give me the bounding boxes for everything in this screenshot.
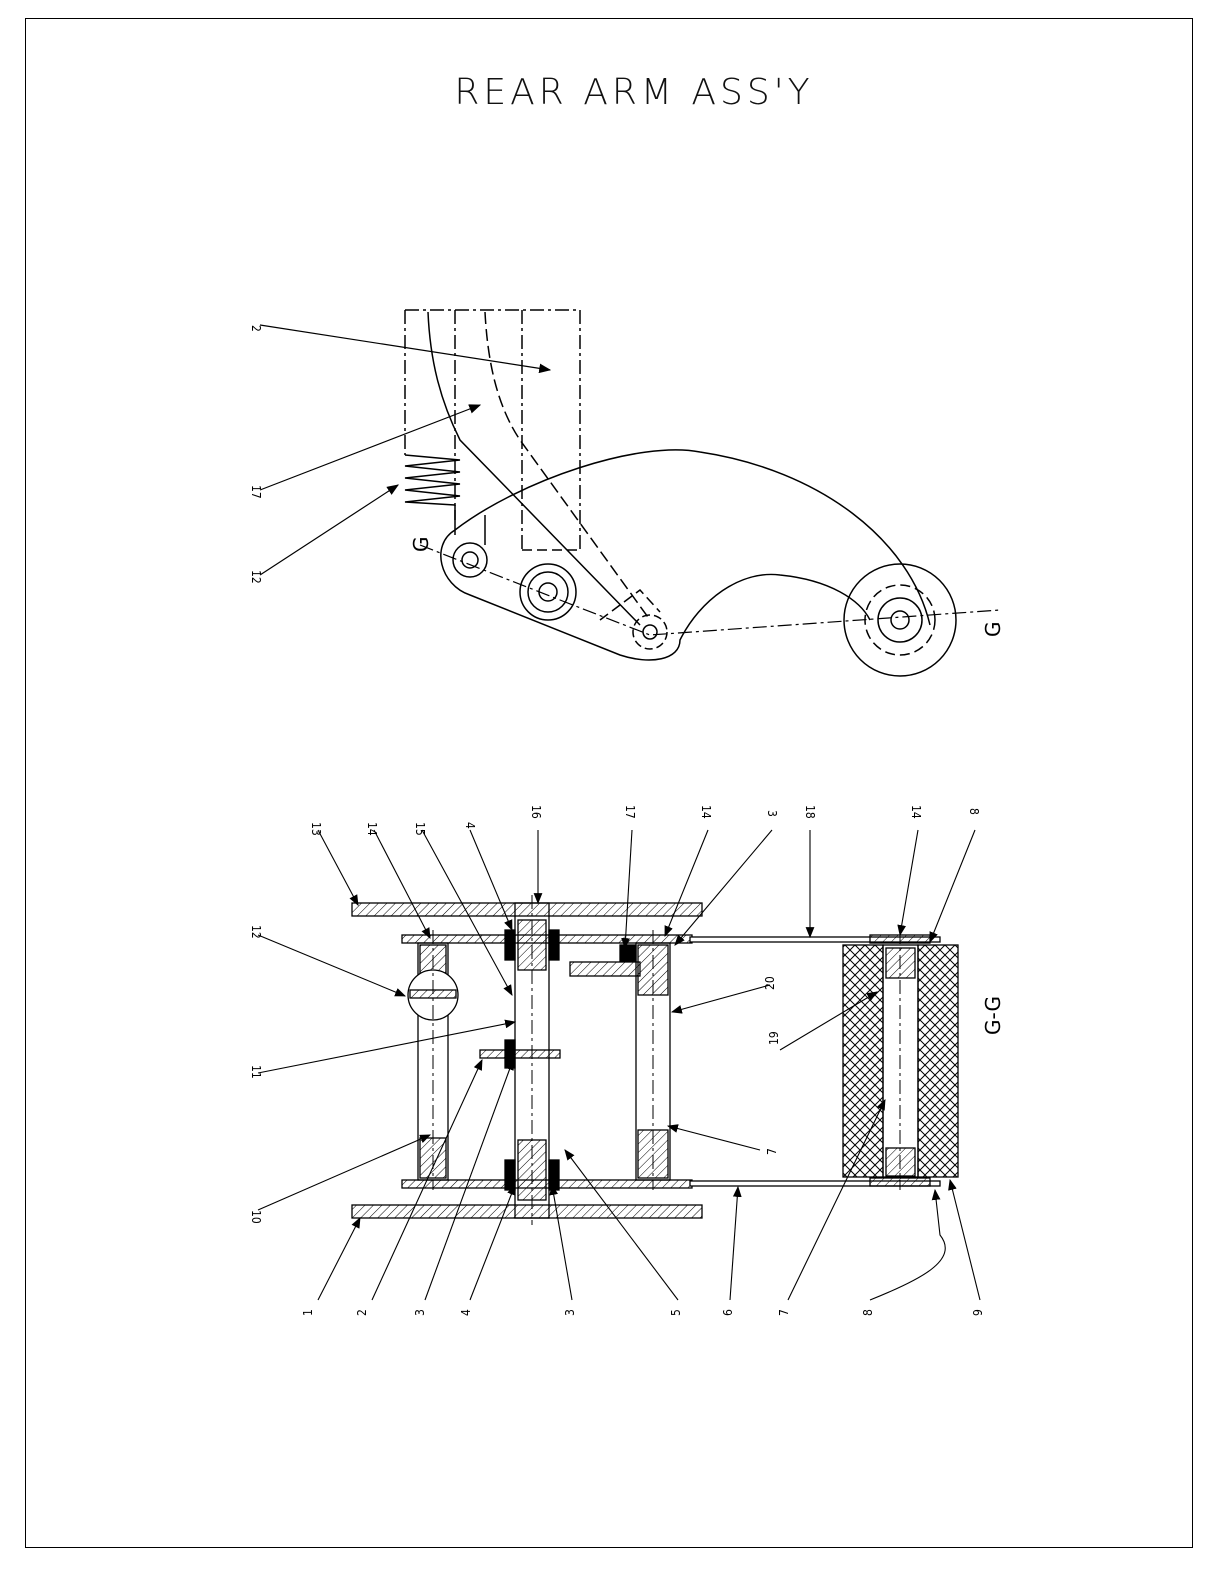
section-callout-8b: 8 — [967, 808, 981, 815]
section-callout-11: 11 — [249, 1065, 263, 1079]
cut-mark-g-bottom: G — [981, 622, 1005, 638]
section-callout-7b: 7 — [765, 1148, 779, 1155]
section-callout-15: 15 — [413, 822, 427, 836]
side-callout-2: 2 — [249, 325, 263, 332]
section-callout-5: 5 — [669, 1309, 683, 1316]
cut-mark-g-top: G — [409, 537, 433, 553]
section-callout-20: 20 — [763, 976, 777, 990]
section-callout-14c: 14 — [909, 805, 923, 819]
section-callout-12: 12 — [249, 925, 263, 939]
section-callout-10: 10 — [249, 1210, 263, 1224]
section-callout-14a: 14 — [365, 822, 379, 836]
side-callout-17: 17 — [249, 485, 263, 499]
section-callout-2: 2 — [355, 1309, 369, 1316]
section-callout-3c: 3 — [765, 810, 779, 817]
section-label: G-G — [981, 996, 1005, 1035]
section-callout-3b: 3 — [563, 1309, 577, 1316]
section-labels: 1 2 3 4 3 5 6 7 8 9 10 11 12 13 14 15 4 … — [249, 805, 1005, 1316]
section-callout-6: 6 — [721, 1309, 735, 1316]
section-callout-4b: 4 — [463, 822, 477, 829]
section-callout-9: 9 — [971, 1309, 985, 1316]
section-callout-7a: 7 — [777, 1309, 791, 1316]
section-callout-14b: 14 — [699, 805, 713, 819]
section-callout-1: 1 — [301, 1309, 315, 1316]
section-callout-18: 18 — [803, 805, 817, 819]
section-callout-19: 19 — [767, 1031, 781, 1045]
side-view — [260, 310, 1000, 676]
side-callout-12: 12 — [249, 570, 263, 584]
section-view — [352, 895, 958, 1225]
side-view-labels: 2 17 12 G G — [249, 325, 1005, 637]
section-callout-8a: 8 — [861, 1309, 875, 1316]
section-callout-16: 16 — [529, 805, 543, 819]
section-callout-4a: 4 — [459, 1309, 473, 1316]
section-callout-13: 13 — [309, 822, 323, 836]
section-callout-17: 17 — [623, 805, 637, 819]
section-callout-3a: 3 — [413, 1309, 427, 1316]
